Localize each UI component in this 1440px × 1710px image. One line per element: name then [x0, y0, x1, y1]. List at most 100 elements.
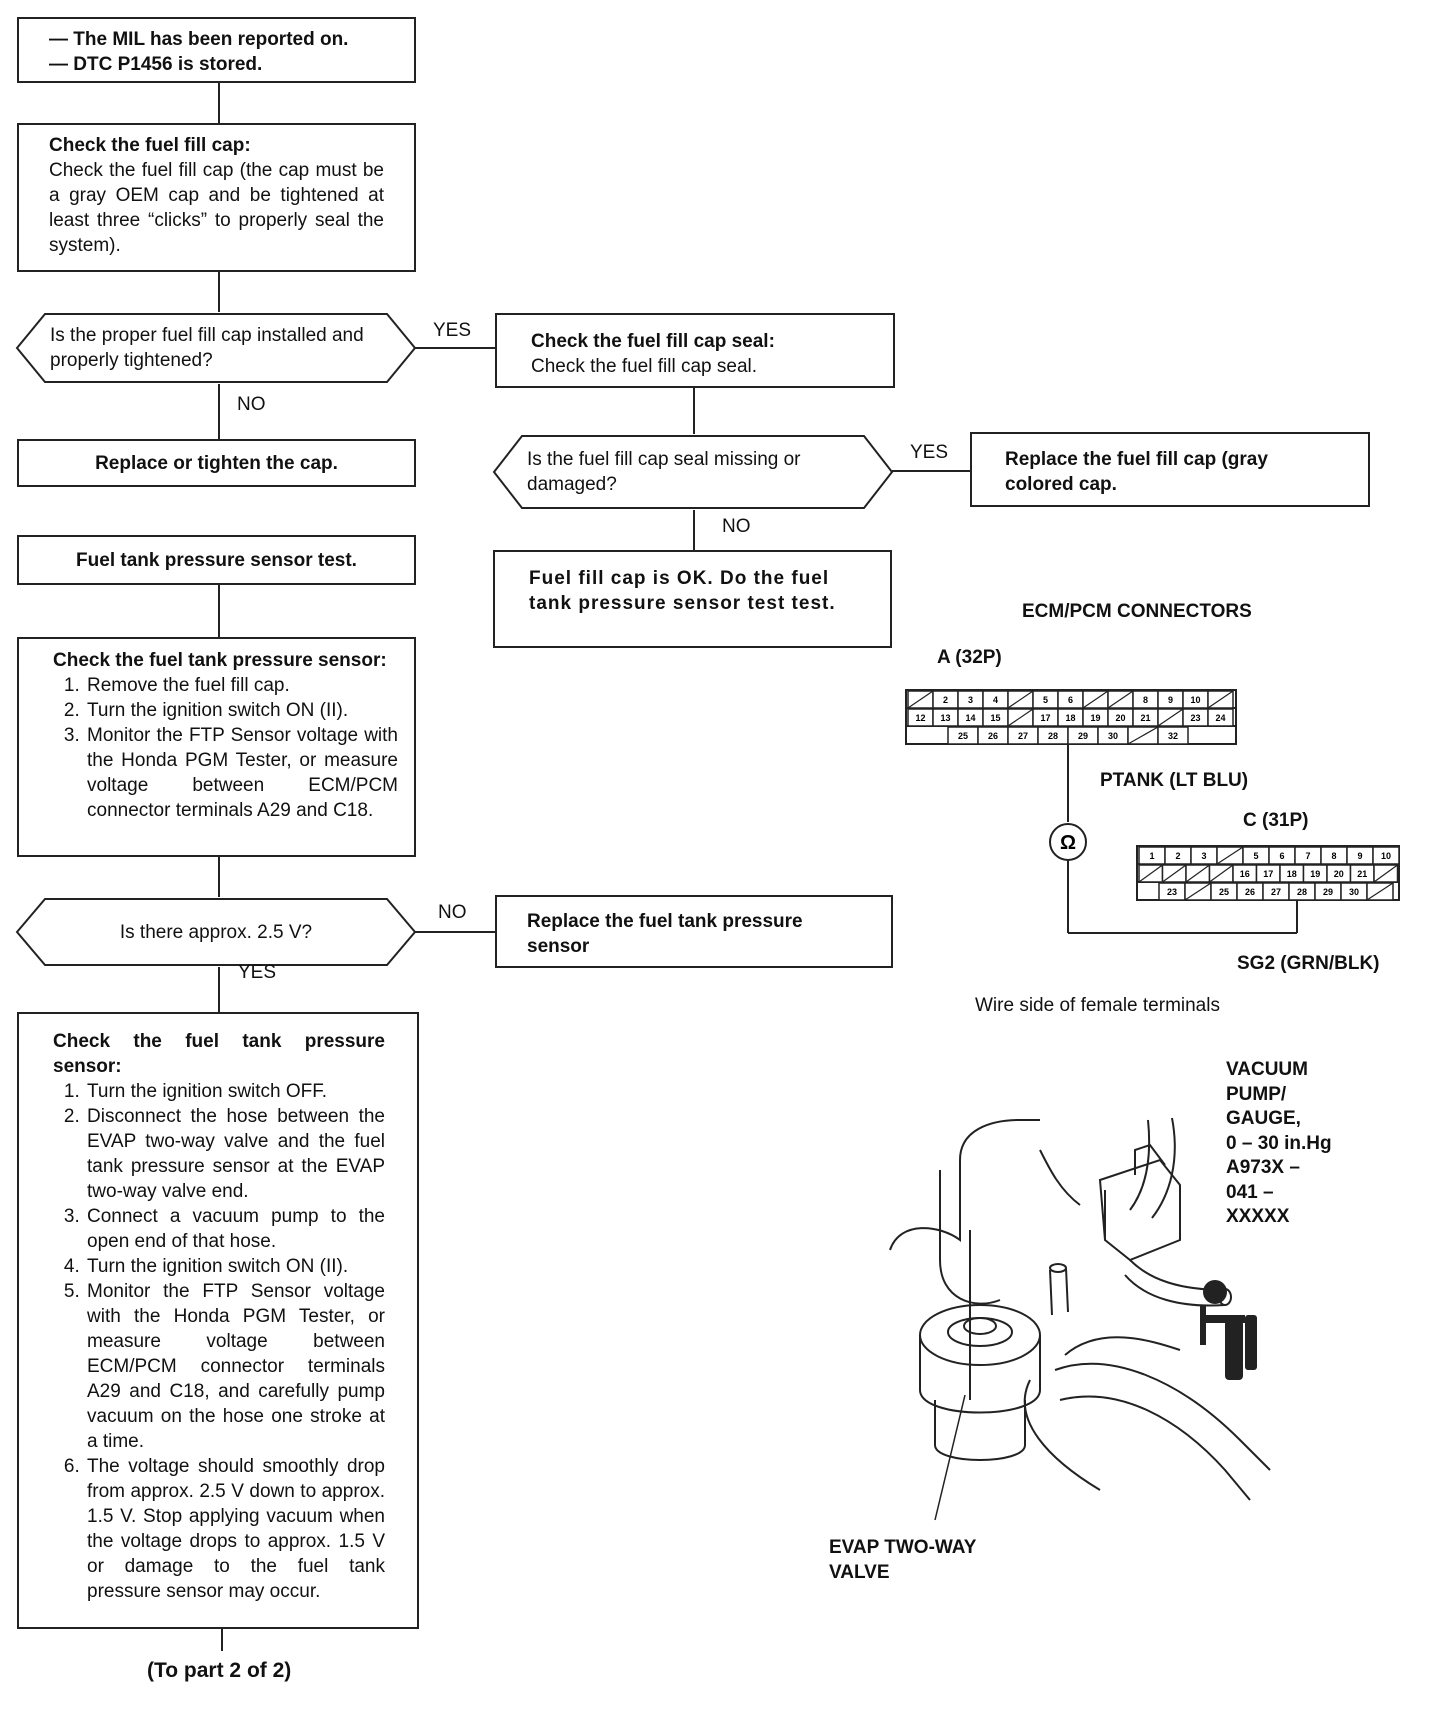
- evap-valve-illustration: [889, 1117, 1271, 1521]
- unused-terminal: [1373, 864, 1398, 883]
- terminal-number: 10: [1381, 851, 1391, 861]
- terminal-number: 14: [965, 713, 975, 723]
- terminal-number: 29: [1323, 887, 1333, 897]
- terminal-number: 5: [1043, 695, 1048, 705]
- connector-line: [415, 347, 495, 349]
- step: Turn the ignition switch ON (II).: [85, 1254, 385, 1279]
- unused-terminal: [1207, 690, 1234, 709]
- terminal-number: 21: [1357, 869, 1367, 879]
- connector-line: [218, 967, 220, 1012]
- connector-cell: [1157, 726, 1189, 745]
- terminal-number: 17: [1263, 869, 1273, 879]
- unused-terminal: [1138, 864, 1163, 883]
- vacuum-pump-label: VACUUM PUMP/ GAUGE, 0 – 30 in.Hg A973X –…: [1226, 1059, 1332, 1227]
- check-sensor-1-title: Check the fuel tank pressure sensor:: [53, 650, 387, 671]
- check-sensor-2-title: Check the fuel tank pressure sensor:: [53, 1031, 385, 1077]
- terminal-number: 12: [915, 713, 925, 723]
- connector-line: [218, 83, 220, 123]
- connector-a-label: A (32P): [937, 647, 1002, 668]
- terminal-number: 19: [1310, 869, 1320, 879]
- connector-line: [693, 388, 695, 434]
- check-fuel-cap-title: Check the fuel fill cap:: [49, 135, 251, 156]
- terminal-number: 20: [1334, 869, 1344, 879]
- check-cap-seal-box: Check the fuel fill cap seal: Check the …: [495, 313, 895, 388]
- step: Connect a vacuum pump to the open end of…: [85, 1204, 385, 1254]
- unused-terminal: [1007, 690, 1034, 709]
- terminal-number: 17: [1040, 713, 1050, 723]
- terminal-number: 28: [1297, 887, 1307, 897]
- terminal-number: 25: [958, 731, 968, 741]
- unused-terminal: [1107, 690, 1134, 709]
- no-label: NO: [438, 902, 467, 923]
- check-sensor-box-1: Check the fuel tank pressure sensor: Rem…: [17, 637, 416, 857]
- connector-line: [693, 510, 695, 550]
- decision-seal-text: Is the fuel fill cap seal missing or dam…: [527, 449, 801, 495]
- terminal-number: 4: [993, 695, 998, 705]
- check-cap-seal-text: Check the fuel fill cap seal.: [531, 356, 758, 377]
- decision-voltage-text: Is there approx. 2.5 V?: [119, 921, 313, 943]
- connector-line: [218, 384, 220, 439]
- terminal-number: 10: [1190, 695, 1200, 705]
- vacuum-gauge-icon: [1200, 1280, 1257, 1380]
- terminal-number: 7: [1305, 851, 1310, 861]
- unused-terminal: [1184, 882, 1212, 901]
- yes-label: YES: [238, 962, 277, 983]
- check-fuel-cap-box: Check the fuel fill cap: Check the fuel …: [17, 123, 416, 272]
- unused-terminal: [1082, 690, 1109, 709]
- terminal-number: 6: [1279, 851, 1284, 861]
- terminal-number: 16: [1240, 869, 1250, 879]
- connector-c-label: C (31P): [1243, 810, 1309, 831]
- terminal-number: 13: [940, 713, 950, 723]
- terminal-number: 21: [1140, 713, 1150, 723]
- terminal-number: 19: [1090, 713, 1100, 723]
- connector-line: [221, 1629, 223, 1651]
- unused-terminal: [1185, 864, 1210, 883]
- to-part-2: (To part 2 of 2): [147, 1659, 292, 1682]
- yes-label: YES: [433, 320, 472, 341]
- terminal-number: 29: [1078, 731, 1088, 741]
- unused-terminal: [1162, 864, 1187, 883]
- step: The voltage should smoothly drop from ap…: [85, 1454, 385, 1604]
- terminal-number: 23: [1190, 713, 1200, 723]
- ptank-label: PTANK (LT BLU): [1100, 770, 1249, 791]
- unused-terminal: [907, 690, 934, 709]
- decision-seal: [492, 435, 894, 509]
- connector-line: [218, 857, 220, 897]
- sg2-label: SG2 (GRN/BLK): [1237, 953, 1380, 974]
- connector-line: [218, 272, 220, 312]
- connector-cell: [1372, 846, 1400, 865]
- terminal-number: 2: [943, 695, 948, 705]
- replace-tighten-box: Replace or tighten the cap.: [17, 439, 416, 487]
- step: Remove the fuel fill cap.: [85, 673, 398, 698]
- check-fuel-cap-text: Check the fuel fill cap (the cap must be…: [49, 160, 384, 256]
- terminal-number: 8: [1143, 695, 1148, 705]
- evap-valve-label: EVAP TWO-WAY VALVE: [829, 1537, 977, 1583]
- terminal-number: 32: [1168, 731, 1178, 741]
- terminal-number: 3: [968, 695, 973, 705]
- unused-terminal: [1007, 708, 1034, 727]
- no-label: NO: [722, 516, 751, 537]
- terminal-number: 30: [1108, 731, 1118, 741]
- connector-line: [218, 585, 220, 637]
- terminal-number: 6: [1068, 695, 1073, 705]
- terminal-number: 15: [990, 713, 1000, 723]
- replace-sensor-box: Replace the fuel tank pressure sensor: [495, 895, 893, 968]
- terminal-number: 18: [1065, 713, 1075, 723]
- replace-cap-box: Replace the fuel fill cap (gray colored …: [970, 432, 1370, 507]
- decision-cap-installed-text: Is the proper fuel fill cap installed an…: [50, 325, 364, 371]
- terminal-number: 5: [1253, 851, 1258, 861]
- terminal-number: 26: [1245, 887, 1255, 897]
- terminal-number: 28: [1048, 731, 1058, 741]
- step: Monitor the FTP Sensor voltage with the …: [85, 1279, 385, 1454]
- step: Disconnect the hose between the EVAP two…: [85, 1104, 385, 1204]
- terminal-number: 27: [1271, 887, 1281, 897]
- check-sensor-box-2: Check the fuel tank pressure sensor: Tur…: [17, 1012, 419, 1629]
- no-label: NO: [237, 394, 266, 415]
- cap-ok-box: Fuel fill cap is OK. Do the fuel tank pr…: [493, 550, 892, 648]
- unused-terminal: [1127, 726, 1159, 745]
- step: Turn the ignition switch ON (II).: [85, 698, 398, 723]
- terminal-number: 9: [1357, 851, 1362, 861]
